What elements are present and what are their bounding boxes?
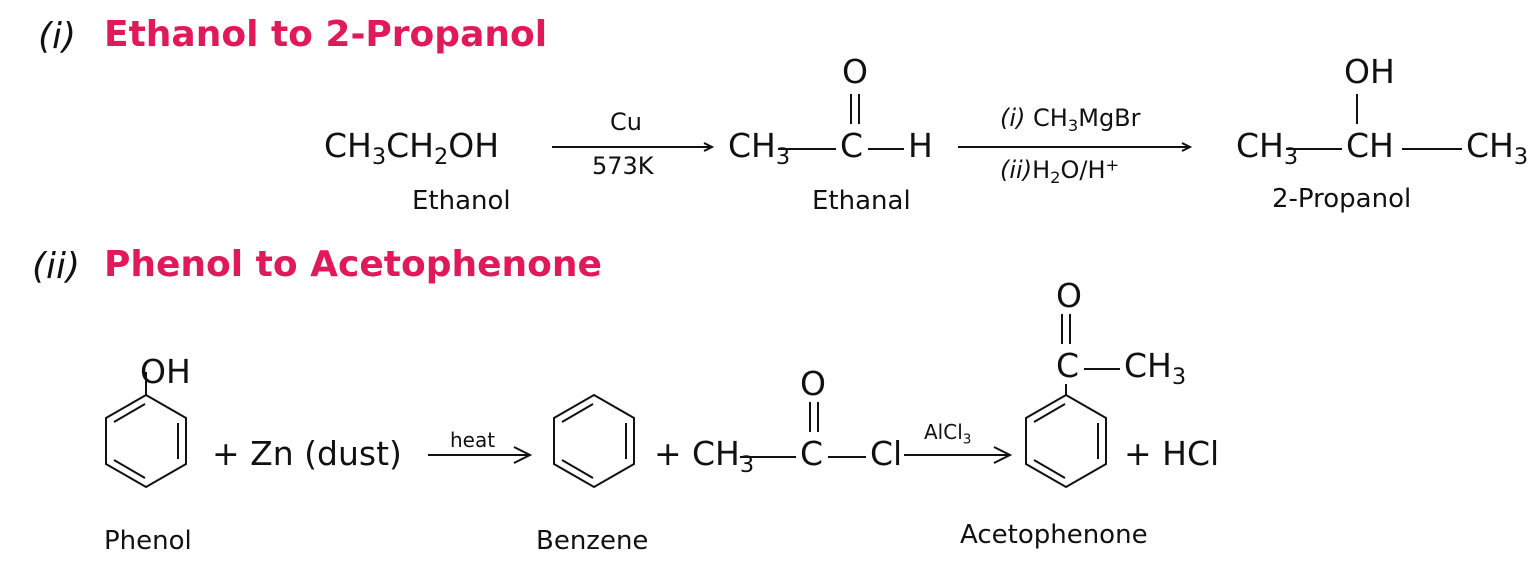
section1-number: (i) (38, 16, 77, 57)
acetophenone-oxygen: O (1056, 276, 1082, 315)
benzene-ring (553, 393, 635, 489)
phenol-ring (105, 393, 187, 489)
ethanal-ch3: CH3 (728, 126, 791, 171)
benzene-double-2 (561, 459, 594, 479)
propanol-oh: OH (1344, 52, 1395, 91)
propanol-ch3-right: CH3 (1466, 126, 1529, 171)
benzene-double-3 (561, 403, 594, 423)
acetophenone-carbon: C (1056, 346, 1080, 385)
ethanal-hydrogen: H (908, 126, 933, 165)
cu-catalyst: Cu (610, 108, 642, 136)
phenol-double-2 (113, 459, 146, 479)
acetophenone-ring (1025, 393, 1107, 489)
plus-sign: + (654, 434, 682, 473)
temperature-label: 573K (592, 152, 654, 180)
arrow-alcl3-head (993, 446, 1013, 464)
acetophenone-ch3: CH3 (1124, 346, 1187, 391)
acetyl-ch3: CH3 (692, 434, 755, 479)
acetophenone-double-3 (1033, 403, 1066, 423)
acetyl-carbon: C (800, 434, 824, 473)
section1-title: Ethanol to 2-Propanol (104, 14, 548, 55)
section2-number: (ii) (32, 246, 81, 287)
phenol-oh: OH (140, 352, 191, 391)
zinc-reagent: + Zn (dust) (212, 434, 402, 473)
section2-title: Phenol to Acetophenone (104, 244, 602, 285)
grignard-step: (i) CH3MgBr (1000, 104, 1141, 136)
phenol-label: Phenol (104, 526, 192, 556)
ethanol-label: Ethanol (412, 186, 511, 216)
hcl-byproduct: + HCl (1124, 434, 1220, 473)
arrow-heat-head (513, 446, 533, 464)
alcl3-catalyst: AlCl3 (924, 420, 972, 448)
propanol-ch3-left: CH3 (1236, 126, 1299, 171)
arrow-cu-head (703, 142, 715, 152)
hydrolysis-step: (ii)H2O/H+ (1000, 155, 1120, 188)
propanol-ch: CH (1346, 126, 1394, 165)
propanol-label: 2-Propanol (1272, 184, 1412, 214)
acetophenone-double-2 (1033, 459, 1066, 479)
phenol-double-3 (113, 403, 146, 423)
ethanal-carbon: C (840, 126, 864, 165)
ethanal-label: Ethanal (812, 186, 911, 216)
ethanol-formula: CH3CH2OH (324, 126, 500, 171)
arrow-grignard-head (1181, 142, 1193, 152)
acetyl-chlorine: Cl (870, 434, 903, 473)
acetophenone-label: Acetophenone (960, 520, 1148, 550)
ethanal-oxygen: O (842, 52, 868, 91)
benzene-label: Benzene (536, 526, 649, 556)
acetyl-oxygen: O (800, 364, 826, 403)
heat-condition: heat (450, 428, 496, 452)
